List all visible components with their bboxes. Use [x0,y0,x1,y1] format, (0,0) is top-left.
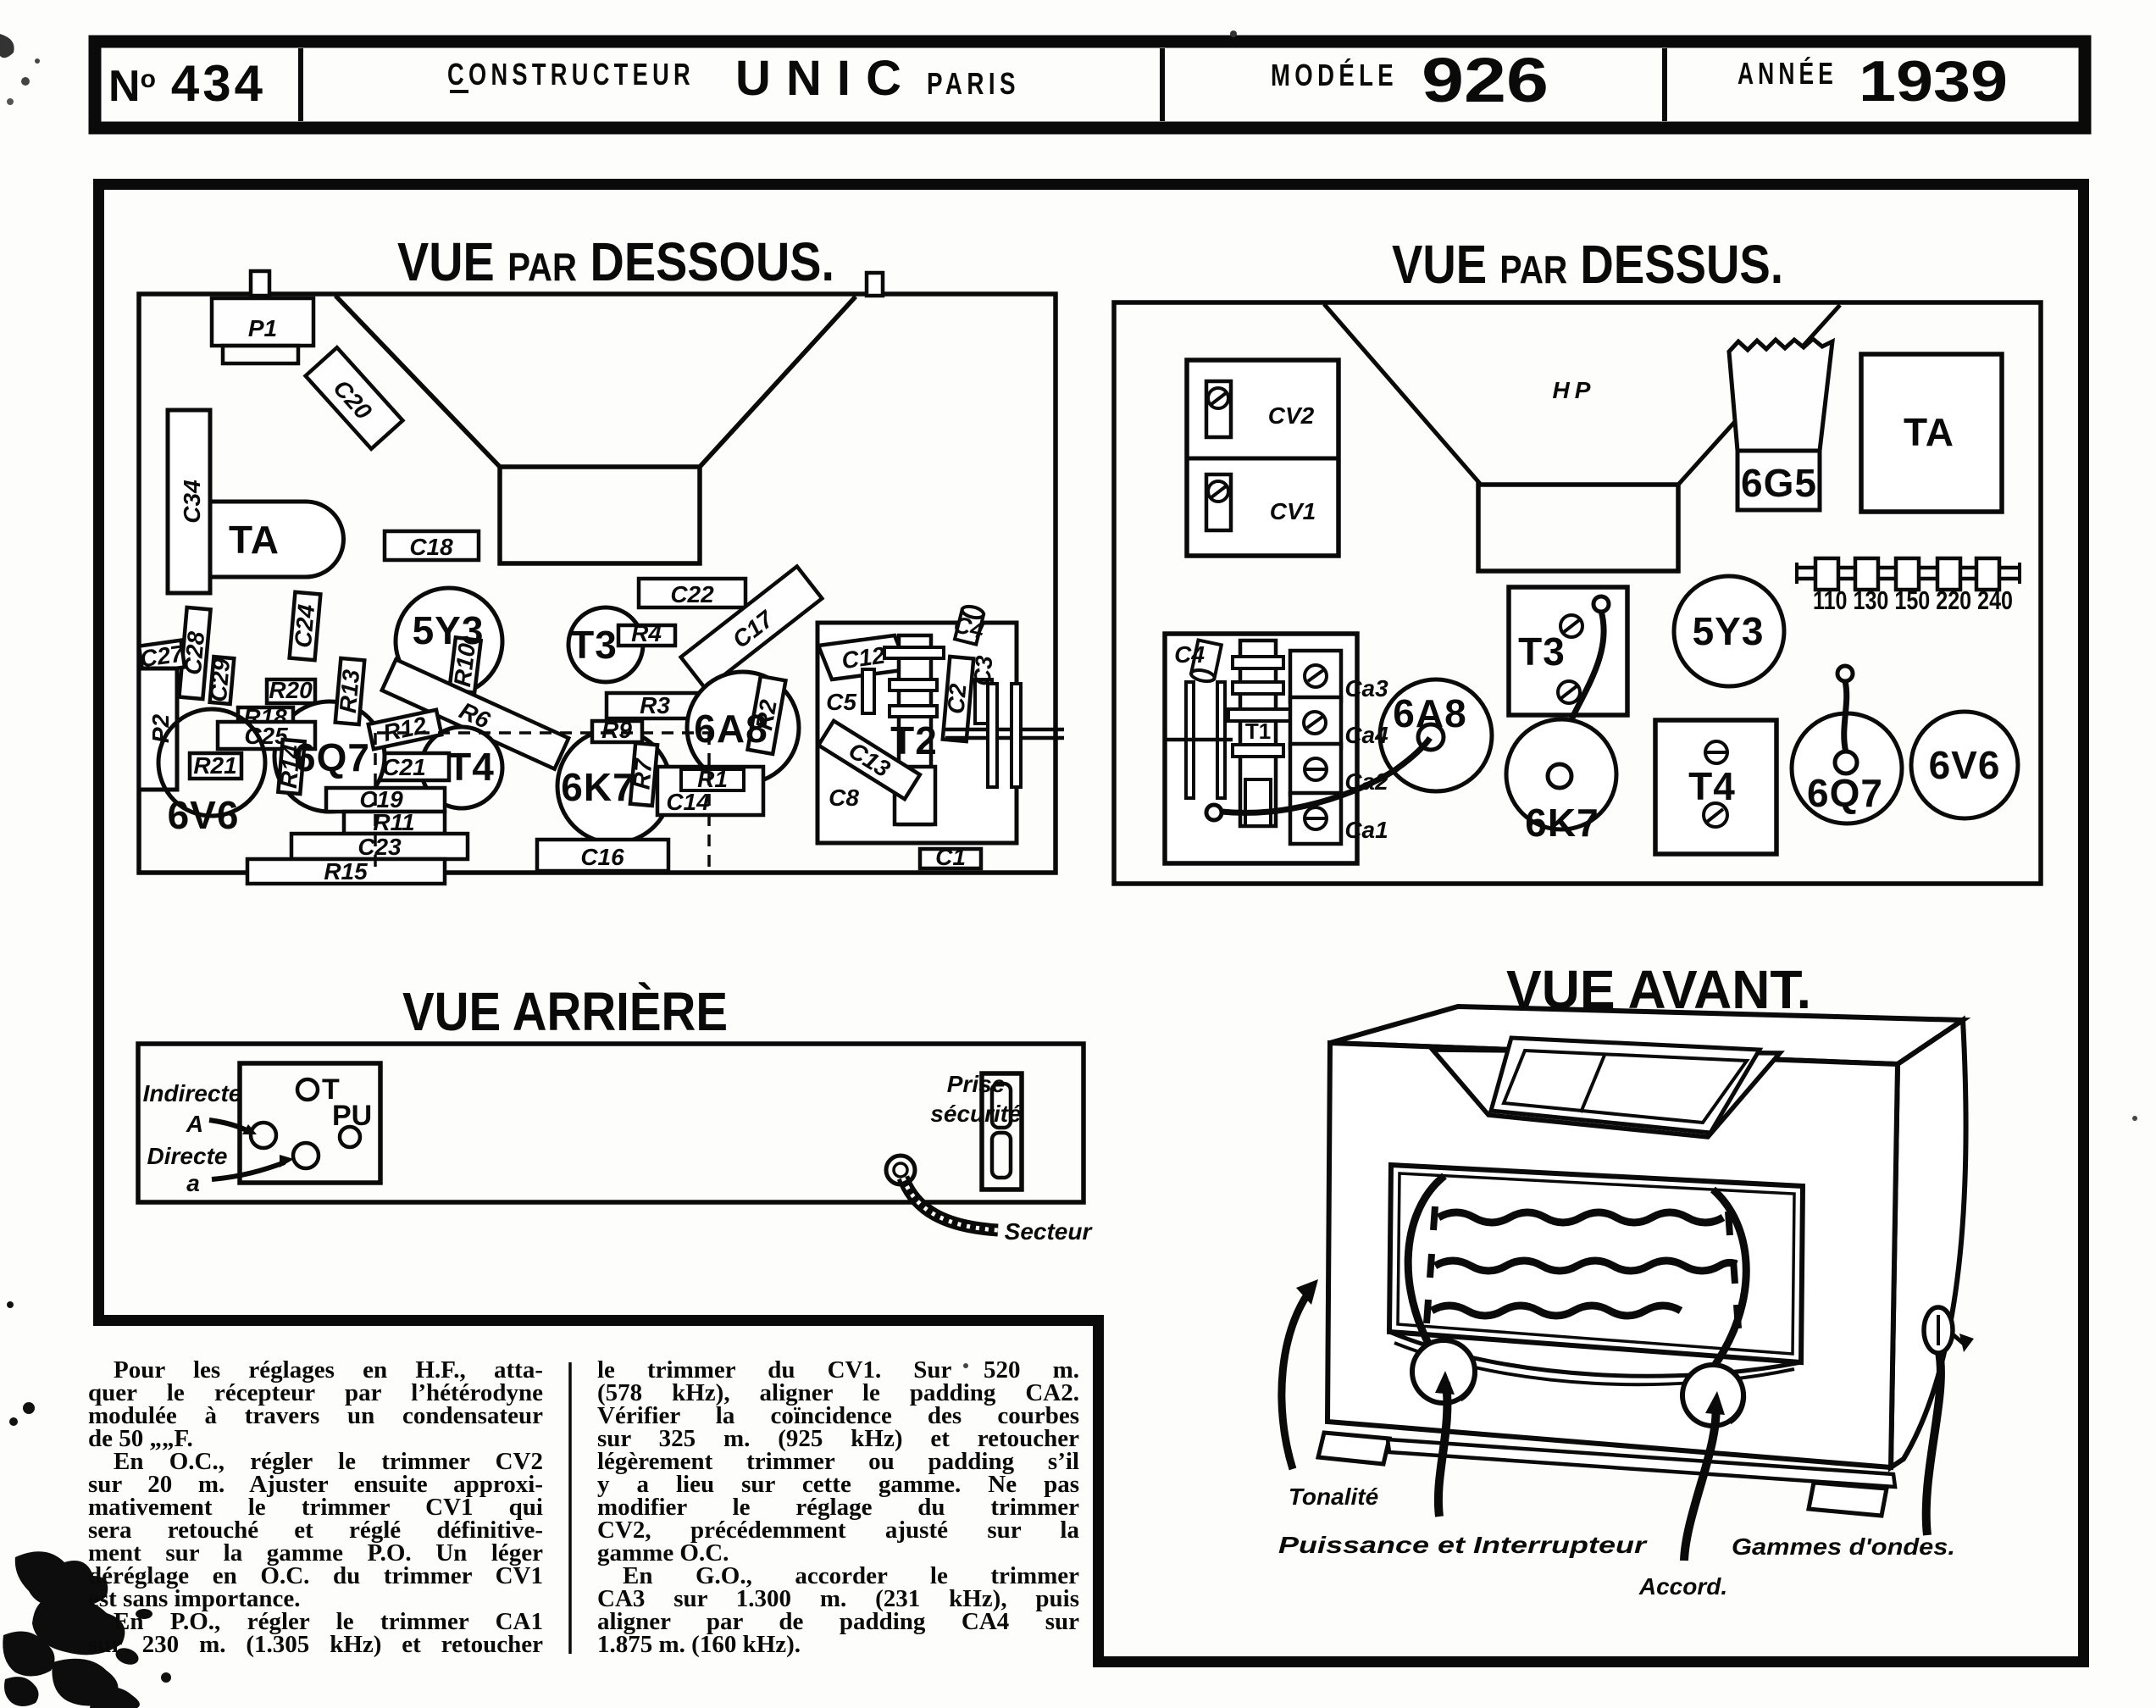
svg-text:TA: TA [229,518,280,562]
svg-text:C2: C2 [943,682,972,715]
svg-text:a: a [186,1170,200,1196]
svg-text:C24: C24 [290,603,319,649]
svg-text:C3: C3 [969,654,998,687]
svg-text:MODÉLE: MODÉLE [1271,58,1398,92]
svg-text:6Q7: 6Q7 [294,735,370,779]
svg-text:6A8: 6A8 [694,707,768,751]
svg-text:C1: C1 [935,844,966,870]
svg-text:Accord.: Accord. [1638,1573,1727,1600]
svg-text:6Q7: 6Q7 [1807,771,1883,815]
svg-text:VUE AVANT.: VUE AVANT. [1506,959,1811,1020]
svg-text:T4: T4 [1688,764,1736,808]
svg-text:R7: R7 [629,757,657,790]
svg-text:Indirecte: Indirecte [143,1080,242,1106]
svg-text:R21: R21 [193,752,236,779]
svg-text:6G5: 6G5 [1741,461,1817,505]
svg-text:C4: C4 [1174,641,1205,668]
svg-text:TA: TA [1904,410,1954,454]
svg-text:PARIS: PARIS [927,66,1020,101]
svg-text:Tonalité: Tonalité [1289,1483,1378,1510]
svg-text:C14: C14 [666,789,710,815]
svg-text:Ca4: Ca4 [1344,722,1388,748]
svg-text:R9: R9 [601,717,632,743]
svg-text:R20: R20 [269,677,313,703]
svg-text:R12: R12 [381,712,430,746]
svg-text:R11: R11 [373,809,414,835]
svg-text:VUE PAR DESSOUS.: VUE PAR DESSOUS. [397,231,834,292]
svg-text:UNIC: UNIC [735,51,901,106]
svg-text:VUE ARRIÈRE: VUE ARRIÈRE [402,981,728,1042]
svg-text:R1: R1 [697,766,728,792]
svg-text:6K7: 6K7 [1525,801,1599,845]
svg-text:P1: P1 [248,315,277,341]
svg-text:VUE PAR DESSUS.: VUE PAR DESSUS. [1392,234,1783,295]
svg-text:C34: C34 [179,480,205,524]
svg-text:C19: C19 [359,786,403,812]
svg-text:C23: C23 [357,834,402,860]
svg-text:CV1: CV1 [1270,498,1316,524]
svg-text:5Y3: 5Y3 [413,608,485,652]
svg-text:Puissance et Interrupteur: Puissance et Interrupteur [1278,1532,1649,1558]
svg-text:6V6: 6V6 [168,793,240,837]
svg-text:Ca3: Ca3 [1344,675,1388,702]
svg-text:PU: PU [332,1100,372,1132]
svg-text:Ca1: Ca1 [1344,817,1388,843]
svg-text:C29: C29 [205,657,235,702]
svg-text:C22: C22 [670,581,714,607]
svg-text:5Y3: 5Y3 [1693,609,1765,653]
svg-text:6V6: 6V6 [1929,743,2001,787]
svg-text:Directe: Directe [147,1143,228,1169]
svg-text:110 130 150 220 240: 110 130 150 220 240 [1813,585,2013,615]
svg-text:Secteur: Secteur [1005,1218,1094,1245]
svg-text:A: A [186,1111,203,1137]
svg-text:T2: T2 [890,718,938,762]
svg-text:R2: R2 [751,697,782,732]
svg-text:6K7: 6K7 [561,765,635,809]
svg-text:T4: T4 [447,745,495,789]
svg-text:C8: C8 [829,785,859,811]
svg-text:R14: R14 [275,744,305,790]
svg-text:R4: R4 [631,620,662,646]
svg-text:ANNÉE: ANNÉE [1738,56,1837,91]
svg-text:R3: R3 [640,692,670,718]
svg-text:Gammes d'ondes.: Gammes d'ondes. [1732,1533,1955,1560]
svg-text:C16: C16 [580,844,624,870]
svg-text:C18: C18 [409,534,453,560]
svg-text:C5: C5 [826,689,856,715]
svg-text:R13: R13 [335,668,364,714]
svg-text:CV2: CV2 [1268,402,1315,429]
svg-text:T: T [322,1073,340,1106]
svg-text:1939: 1939 [1859,49,2008,114]
svg-text:C21: C21 [382,754,425,780]
svg-text:T1: T1 [1245,718,1271,744]
svg-text:T3: T3 [1518,629,1566,674]
svg-text:R15: R15 [324,858,368,884]
svg-text:CONSTRUCTEUR: CONSTRUCTEUR [447,57,695,92]
svg-text:926: 926 [1422,45,1549,115]
svg-text:sécurité: sécurité [930,1101,1021,1127]
svg-text:HP: HP [1553,377,1596,403]
svg-text:T3: T3 [570,623,618,667]
svg-text:R10: R10 [449,641,480,688]
